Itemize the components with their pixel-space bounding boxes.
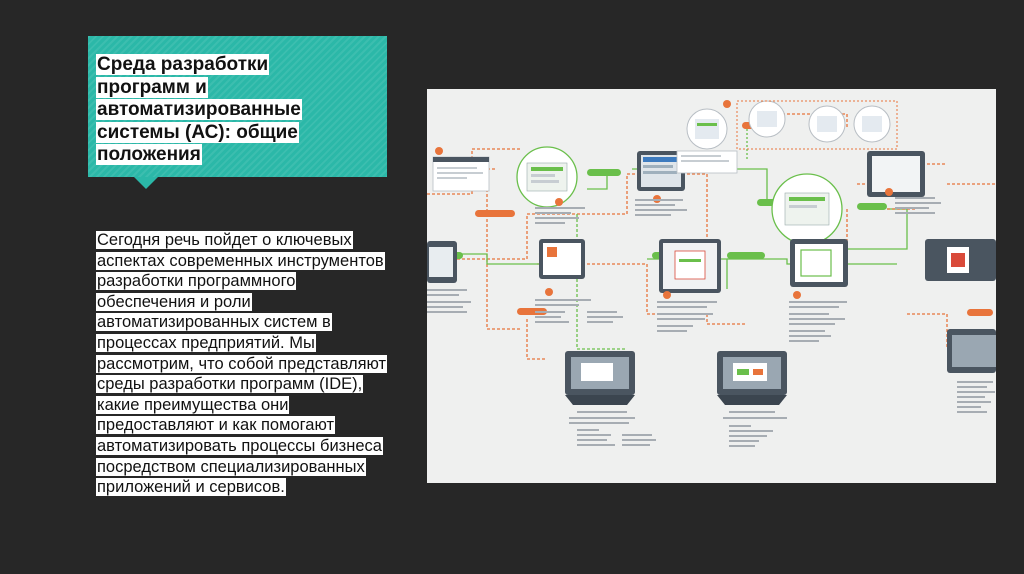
slide-body-text: Сегодня речь пойдет о ключевых аспектах … [96,231,388,497]
flow-circle-screens [516,100,891,245]
title-banner-pointer [134,177,158,189]
slide-title-text: Среда разработки программ и автоматизиро… [96,54,302,165]
flow-dialog-boxes [432,150,738,192]
flow-device-screens [427,151,996,405]
slide-body: Сегодня речь пойдет о ключевых аспектах … [96,230,392,498]
flow-group-frame [736,100,898,150]
flow-annotation-lines [427,197,995,447]
flowchart-diagram-image [427,89,996,483]
flowchart-diagram-drawing [427,100,996,447]
slide-title: Среда разработки программ и автоматизиро… [96,54,336,167]
